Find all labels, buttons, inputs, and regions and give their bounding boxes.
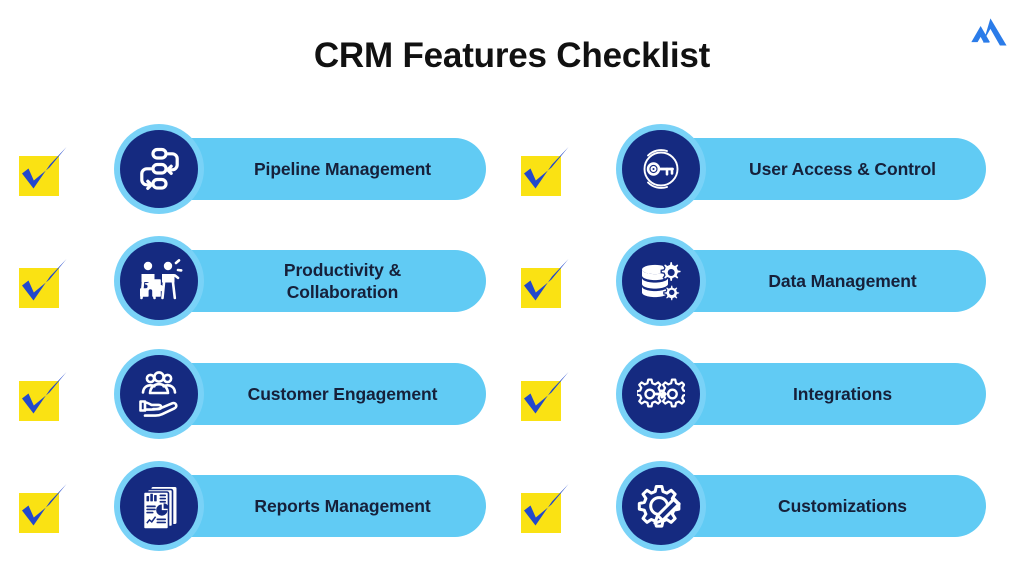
feature-icon-badge	[114, 124, 204, 214]
checkmark-icon	[518, 258, 570, 308]
checkmark-icon	[16, 371, 68, 421]
feature-icon-badge	[114, 461, 204, 551]
checklist-item[interactable]: Customizations	[518, 461, 990, 551]
feature-pill[interactable]: Customizations	[661, 475, 986, 537]
checkbox-checked[interactable]	[518, 258, 569, 308]
feature-pill[interactable]: Data Management	[661, 250, 986, 312]
checklist-item[interactable]: Data Management	[518, 236, 990, 326]
feature-pill[interactable]: Reports Management	[159, 475, 486, 537]
gear-pencil-icon	[622, 467, 700, 545]
checkmark-icon	[518, 371, 570, 421]
checkbox-checked[interactable]	[518, 483, 569, 533]
feature-label: User Access & Control	[749, 158, 936, 179]
checkmark-icon	[518, 483, 570, 533]
checklist-grid: Pipeline Management Productivity & Colla…	[0, 124, 1024, 566]
feature-label: Customer Engagement	[247, 383, 438, 404]
feature-icon-badge	[114, 236, 204, 326]
database-gears-icon	[622, 242, 700, 320]
checklist-item[interactable]: Customer Engagement	[16, 349, 488, 439]
checkmark-icon	[518, 146, 570, 196]
feature-pill[interactable]: Productivity & Collaboration	[159, 250, 486, 312]
checklist-column-right: User Access & Control Data Management	[518, 124, 1010, 566]
feature-icon-badge	[114, 349, 204, 439]
checklist-item[interactable]: Pipeline Management	[16, 124, 488, 214]
checkmark-icon	[16, 258, 68, 308]
page-title: CRM Features Checklist	[313, 36, 711, 75]
feature-label: Pipeline Management	[253, 158, 432, 179]
checkbox-checked[interactable]	[518, 146, 569, 196]
feature-icon-badge	[616, 236, 706, 326]
feature-icon-badge	[616, 349, 706, 439]
report-documents-icon	[120, 467, 198, 545]
checkbox-checked[interactable]	[16, 146, 67, 196]
feature-label: Integrations	[793, 383, 892, 404]
hand-holding-users-icon	[120, 355, 198, 433]
checkbox-checked[interactable]	[16, 371, 67, 421]
checkbox-checked[interactable]	[16, 258, 67, 308]
feature-label: Customizations	[778, 495, 907, 516]
people-puzzle-icon	[120, 242, 198, 320]
feature-pill[interactable]: User Access & Control	[661, 138, 986, 200]
checklist-item[interactable]: Productivity & Collaboration	[16, 236, 488, 326]
checkbox-checked[interactable]	[518, 371, 569, 421]
feature-label: Reports Management	[254, 495, 431, 516]
checkbox-checked[interactable]	[16, 483, 67, 533]
feature-pill[interactable]: Customer Engagement	[159, 363, 486, 425]
feature-icon-badge	[616, 461, 706, 551]
pipeline-flow-icon	[120, 130, 198, 208]
checklist-item[interactable]: User Access & Control	[518, 124, 990, 214]
linked-gears-icon	[622, 355, 700, 433]
feature-pill[interactable]: Pipeline Management	[159, 138, 486, 200]
checklist-column-left: Pipeline Management Productivity & Colla…	[16, 124, 508, 566]
checklist-item[interactable]: Integrations	[518, 349, 990, 439]
feature-label: Productivity & Collaboration	[283, 259, 402, 302]
feature-label: Data Management	[768, 270, 917, 291]
checklist-item[interactable]: Reports Management	[16, 461, 488, 551]
checkmark-icon	[16, 483, 68, 533]
mountain-logo-icon	[970, 16, 1008, 48]
feature-pill[interactable]: Integrations	[661, 363, 986, 425]
feature-icon-badge	[616, 124, 706, 214]
checkmark-icon	[16, 146, 68, 196]
key-access-icon	[622, 130, 700, 208]
